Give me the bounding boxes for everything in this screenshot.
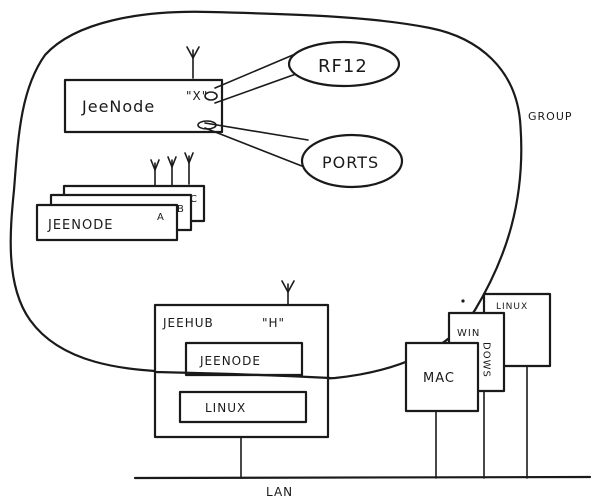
windows-dot bbox=[461, 299, 465, 303]
jeehub-tag: "H" bbox=[262, 316, 285, 330]
jeenode-x-tag: "X" bbox=[186, 89, 208, 103]
mac-machine-label: MAC bbox=[423, 371, 455, 386]
jeenode-b-tag: B bbox=[177, 204, 185, 215]
cloud-overlap-line bbox=[153, 370, 332, 380]
jeenode-c-tag: C bbox=[190, 194, 198, 205]
lan-label: LAN bbox=[266, 485, 293, 499]
antenna-icon bbox=[186, 46, 200, 79]
rf12-label: RF12 bbox=[318, 56, 368, 77]
group-cloud bbox=[9, 10, 523, 380]
hub-linux-box bbox=[178, 390, 308, 424]
jeenode-a-tag: A bbox=[157, 212, 165, 223]
hub-jeenode-label: JEENODE bbox=[199, 354, 261, 368]
jeenode-x-label: JeeNode bbox=[81, 97, 155, 116]
rf12-bubble bbox=[287, 40, 401, 88]
machine-drop-lines bbox=[240, 361, 528, 479]
ports-bubble bbox=[300, 133, 404, 189]
jeenode-a-card: JEENODE A bbox=[35, 203, 179, 242]
group-label: GROUP bbox=[528, 110, 573, 123]
lan-line bbox=[133, 475, 592, 480]
windows-machine-side: DOWS bbox=[481, 342, 492, 378]
hub-antenna-icon bbox=[281, 280, 295, 306]
ports-balloon-tail bbox=[197, 120, 313, 171]
jeenode-a-label: JEENODE bbox=[47, 218, 113, 233]
hub-jeenode-box bbox=[184, 341, 304, 377]
windows-machine-label: WIN bbox=[457, 328, 480, 339]
linux-machine-label: LINUX bbox=[496, 302, 528, 312]
jeenode-x-box bbox=[63, 78, 224, 134]
ports-label: PORTS bbox=[322, 153, 379, 172]
hub-linux-label: LINUX bbox=[205, 401, 246, 415]
jeehub-label: JEEHUB bbox=[162, 316, 214, 330]
mac-machine-box bbox=[404, 341, 480, 413]
rf-balloon-tail bbox=[204, 51, 301, 104]
